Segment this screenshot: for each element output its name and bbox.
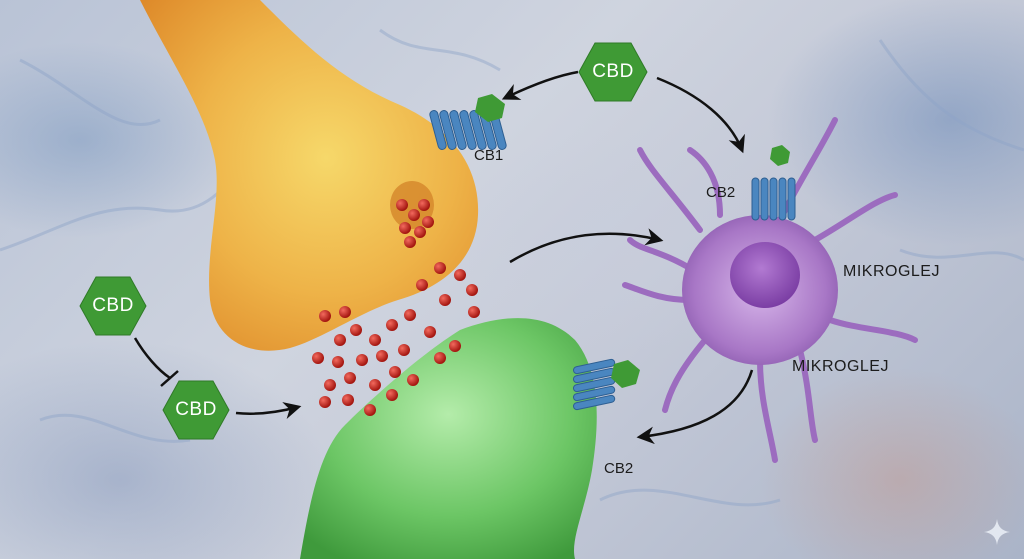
arrow-cbd-to-synapse [235, 402, 302, 419]
cb2-microglia-receptor [751, 177, 796, 221]
cbd-molecule-left-bottom: CBD [162, 380, 230, 440]
cbd-molecule-left-top: CBD [79, 276, 147, 336]
cb1-bound-cbd-icon [475, 94, 505, 122]
neurotransmitter-vesicles [312, 199, 480, 416]
arrow-microglia-to-cb2 [636, 369, 754, 445]
cbd-label: CBD [92, 295, 134, 316]
cbd-molecule-top: CBD [578, 42, 648, 102]
inhibition-line [133, 337, 171, 380]
cbd-label: CBD [592, 61, 634, 82]
arrow-synapse-to-microglia [509, 228, 664, 264]
postsynaptic-terminal [300, 318, 597, 559]
inhibition-bar [160, 370, 179, 387]
presynaptic-terminal [140, 0, 479, 351]
cb2-microglia-bound-cbd-icon [770, 145, 790, 166]
release-site [390, 181, 434, 229]
arrow-cbd-to-cb2 [656, 76, 745, 154]
sparkle-icon [984, 519, 1010, 545]
arrow-cbd-to-cb1 [501, 70, 579, 100]
microglia-label-1: MIKROGLEJ [843, 263, 940, 280]
cb2-postsynaptic-label: CB2 [604, 460, 634, 477]
cb1-receptor [429, 110, 507, 150]
microglia-label-2: MIKROGLEJ [792, 358, 889, 375]
cb2-postsynaptic-receptor [572, 358, 616, 411]
cbd-label: CBD [175, 399, 217, 420]
cb1-label: CB1 [474, 147, 504, 164]
microglia-cell [622, 117, 918, 463]
cb2-microglia-label: CB2 [706, 184, 736, 201]
cb2-postsynaptic-bound-cbd-icon [611, 360, 640, 388]
